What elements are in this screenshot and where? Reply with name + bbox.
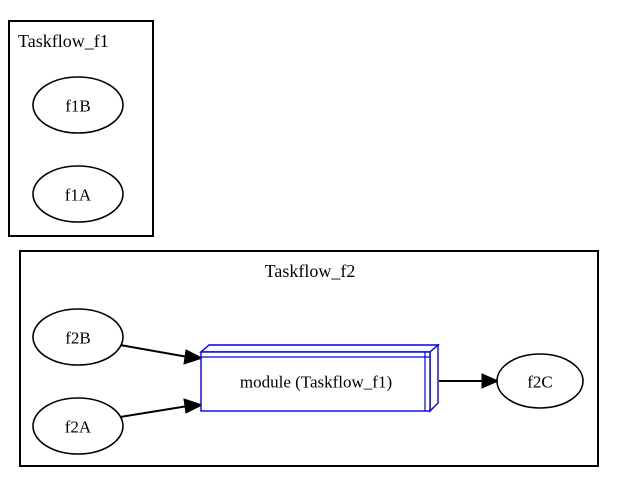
cluster-taskflow-f2-border (19, 250, 599, 467)
node-f1A-shape[interactable] (32, 165, 124, 223)
edge-module-to-f2C-arrowhead (481, 373, 500, 389)
edge-f2B-to-module-arrowhead (183, 349, 204, 365)
node-f2C-label: f2C (527, 373, 553, 392)
node-f2A[interactable]: f2A (32, 397, 124, 455)
node-f2C[interactable]: f2C (496, 353, 584, 409)
edge-f2A-to-module-arrowhead (183, 398, 204, 414)
module-box-front-face[interactable] (200, 351, 431, 412)
node-f1A-label: f1A (65, 186, 92, 205)
node-f2A-label: f2A (65, 418, 92, 437)
edge-f2B-to-module-line (119, 344, 189, 358)
node-module-taskflow-f1[interactable]: module (Taskflow_f1) (199, 343, 440, 413)
module-box-top-face (199, 344, 440, 353)
node-f1B-label: f1B (65, 97, 91, 116)
edge-module-to-f2C (439, 373, 500, 389)
node-f1A[interactable]: f1A (32, 165, 124, 223)
cluster-taskflow-f1-border (8, 20, 154, 237)
cluster-taskflow-f2: Taskflow_f2 f2B (19, 250, 599, 467)
node-f2B-shape[interactable] (32, 308, 124, 366)
edge-f2A-to-module-line (119, 405, 189, 418)
node-f2B-label: f2B (65, 329, 91, 348)
node-f2A-shape[interactable] (32, 397, 124, 455)
cluster-taskflow-f1: Taskflow_f1 f1B f1A (8, 20, 154, 237)
cluster-taskflow-f2-label: Taskflow_f2 (265, 261, 356, 281)
node-f1B[interactable]: f1B (32, 76, 124, 134)
node-f2C-shape[interactable] (496, 353, 584, 409)
module-box-label: module (Taskflow_f1) (240, 373, 392, 392)
cluster-taskflow-f1-label: Taskflow_f1 (18, 31, 109, 51)
node-f1B-shape[interactable] (32, 76, 124, 134)
edge-f2B-to-module (119, 344, 204, 365)
module-box-right-face (429, 343, 439, 413)
edge-f2A-to-module (119, 398, 204, 418)
node-f2B[interactable]: f2B (32, 308, 124, 366)
